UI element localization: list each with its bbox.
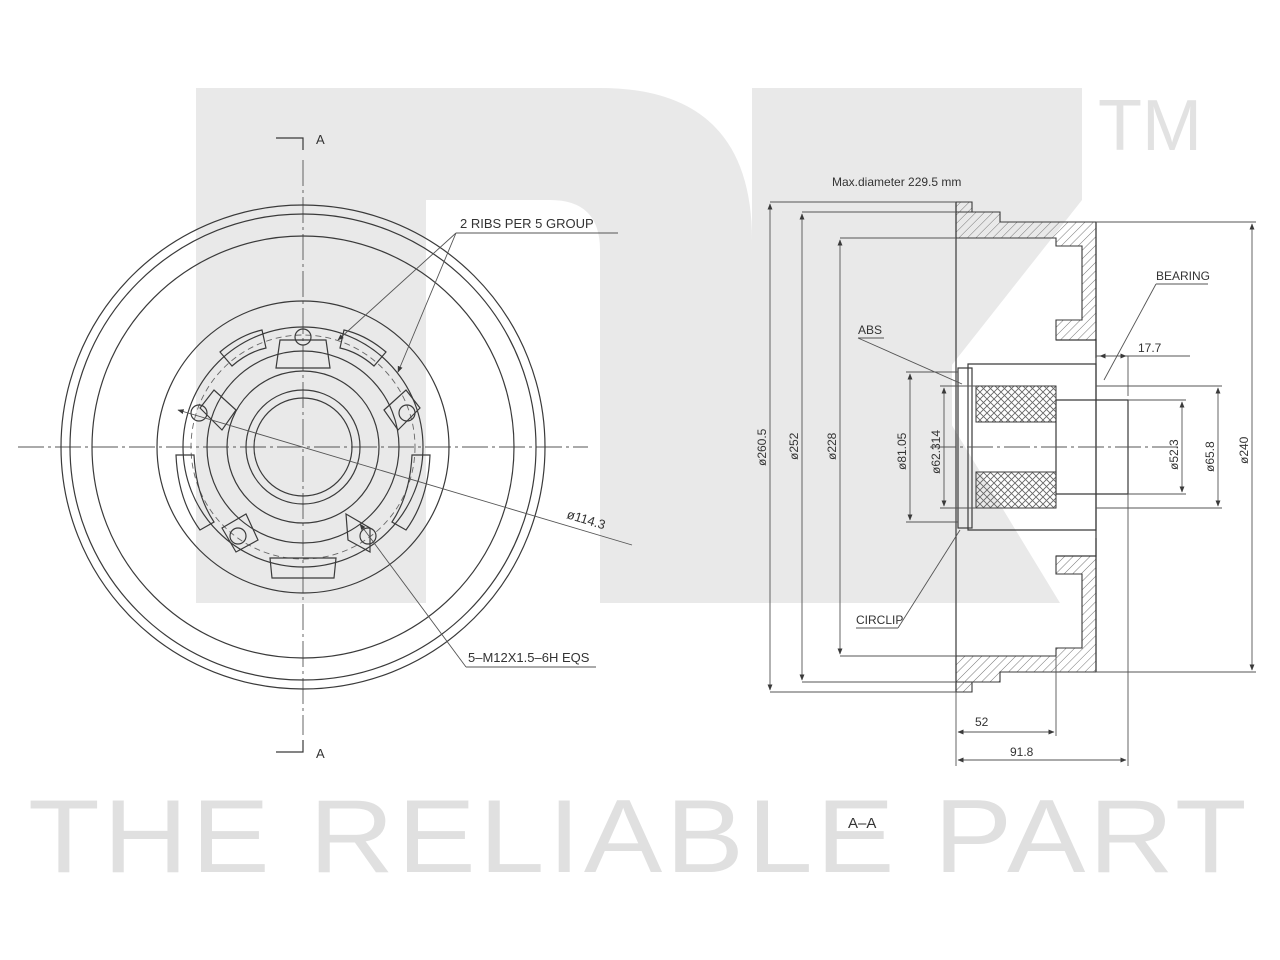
bearing-outer-circle [245, 389, 361, 505]
section-marker-bottom [276, 740, 304, 753]
abs-label: ABS [858, 323, 882, 337]
hub-collar-circle [226, 370, 380, 524]
section-label-bottom: A [316, 746, 325, 761]
thread-label: 5–M12X1.5–6H EQS [468, 650, 590, 665]
bearing-inner-circle [253, 397, 353, 497]
dim-62-314: ø62.314 [929, 430, 943, 474]
dim-65-8: ø65.8 [1203, 441, 1217, 472]
hub-body [967, 363, 1097, 531]
section-title: A–A [848, 815, 876, 832]
abs-leader [857, 337, 963, 385]
dim-260-5: ø260.5 [755, 428, 769, 466]
dim-240: ø240 [1237, 436, 1251, 464]
flange-lip-bottom [955, 681, 973, 693]
drum-braking-surface-circle [91, 235, 515, 659]
drum-face-circle [156, 300, 450, 594]
bearing-label: BEARING [1156, 269, 1210, 283]
max-diameter-note: Max.diameter 229.5 mm [832, 175, 961, 189]
ribs-label: 2 RIBS PER 5 GROUP [460, 216, 594, 231]
drum-wall-top [955, 211, 1097, 341]
bolt-hole-4 [229, 527, 247, 545]
drum-outer-circle [60, 204, 546, 690]
dim-52: 52 [975, 715, 989, 729]
section-view: Max.diameter 229.5 mm [755, 175, 1256, 832]
bearing-top [975, 385, 1057, 423]
bolt-hole-5 [190, 404, 208, 422]
bolt-hole-2 [398, 404, 416, 422]
circlip-leader [897, 529, 961, 629]
dim-52-3: ø52.3 [1167, 439, 1181, 470]
trademark-symbol: TM [1098, 86, 1202, 166]
bearing-leader [1103, 283, 1157, 381]
thread-leader [359, 523, 467, 668]
abs-ring [957, 367, 973, 529]
pcd-leader-line [177, 409, 633, 546]
dim-81-05: ø81.05 [895, 432, 909, 470]
nk-logo-watermark [196, 88, 1082, 603]
dim-91-8: 91.8 [1010, 745, 1034, 759]
hub-outer-circle [182, 326, 424, 568]
drum-flange-circle [69, 213, 537, 681]
bearing-bottom [975, 471, 1057, 509]
slogan: THE RELIABLE PART [28, 779, 1250, 895]
bolt-hole-3 [359, 527, 377, 545]
section-label-top: A [316, 132, 325, 147]
dim-252: ø252 [787, 432, 801, 460]
dim-228: ø228 [825, 432, 839, 460]
hub-ring-circle [206, 350, 400, 544]
front-view: A A ø114.3 2 RIBS PER 5 GROUP 5–M12X1.5–… [18, 132, 633, 761]
rib-dashed-circle [190, 334, 416, 560]
bolt-hole-1 [294, 328, 312, 346]
ribs-leader-1 [337, 232, 457, 341]
flange-lip-top [955, 201, 973, 213]
ribs-leader-2 [397, 232, 457, 373]
dim-17-7: 17.7 [1138, 341, 1162, 355]
section-marker-top [276, 137, 304, 150]
circlip-label: CIRCLIP [856, 613, 903, 627]
